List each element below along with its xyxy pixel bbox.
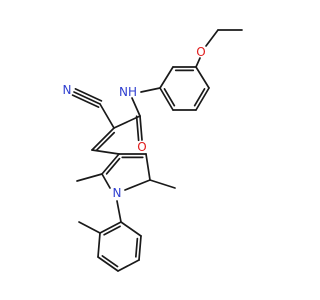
aryl-ring-bond-4 [195,87,210,111]
pyrrole-bond-2-3-second [105,157,121,175]
aryl-ring-bond-3 [195,66,210,89]
tolyl-ring-bond-2-second [135,237,139,258]
tolyl-ring-bond-2 [138,235,142,261]
pyrrole-bond-4-5 [145,153,151,181]
tolyl-ring-bond-5 [97,232,101,258]
tolyl-ring-bond-3 [117,259,140,272]
tolyl-ring-bond-4 [97,256,119,272]
n-tolyl-bond [116,200,122,223]
pyrrole-bond-n-2 [101,173,111,189]
pyrrole-nitrogen-label: N [113,186,122,200]
nitrile-triple-bond-third [71,94,100,108]
nitrile-triple-bond [73,91,101,105]
tolyl-ring-bond-6-second [103,225,121,236]
structure-canvas: N NH O O N [63,29,243,272]
ether-oxygen-label: O [196,45,205,59]
carbonyl-oxygen-label: O [137,140,146,154]
tolyl-ring-bond-1 [120,221,142,237]
aryl-ring-bond-4-second [193,88,206,107]
tolyl-ring-bond-6 [99,221,122,234]
c2-nitrile-bond [99,103,115,129]
molecule-structure: N NH O O N [63,29,243,272]
nh-aryl-bond [140,87,161,93]
aryl-oxygen-bond [195,57,201,68]
tolyl-ring-bond-4-second [101,255,119,268]
c2-carbonyl-bond [113,115,141,129]
aryl-ring-bond-6 [159,87,174,111]
amide-nh-label: NH [119,85,137,99]
alkene-double-bond [91,127,115,151]
carbonyl-nh-bond [131,97,141,117]
nitrile-nitrogen-label: N [63,83,72,97]
pyrrole-bond-5-n [124,179,151,191]
pyrrole-2-methyl-bond [76,173,103,182]
alkene-double-bond-second [95,131,116,152]
oxygen-ethyl-bond [205,29,219,47]
tolyl-methyl-bond [78,221,101,234]
bond-layer [71,29,243,272]
carbonyl-double-bond-second [135,115,140,142]
nitrile-triple-bond-second [74,88,103,102]
pyrrole-5-methyl-bond [149,179,176,189]
aryl-ring-bond-6-second [163,88,176,107]
atom-label-layer: N NH O O N [63,45,206,200]
aryl-ring-bond-1 [159,66,174,89]
vinyl-pyrrole-bond [91,149,120,155]
pyrrole-bond-2-3 [101,153,120,175]
carbonyl-double-bond [139,115,143,141]
